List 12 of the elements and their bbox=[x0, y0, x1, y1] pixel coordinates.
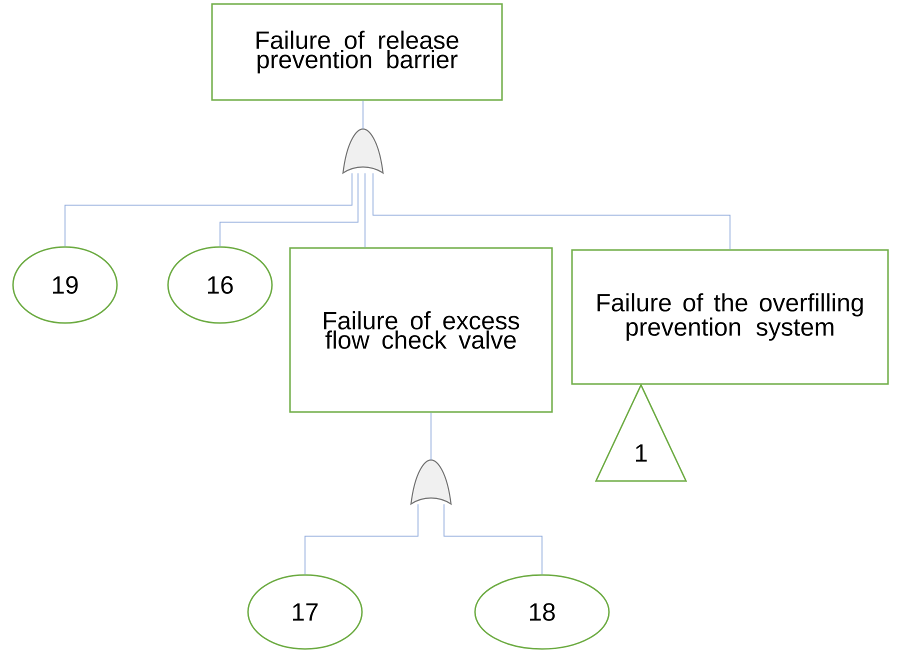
event-box: Failure of release prevention barrier bbox=[211, 3, 503, 101]
or-gate bbox=[342, 128, 384, 174]
connector-line bbox=[372, 172, 730, 250]
or-gate bbox=[410, 459, 452, 505]
connector-line bbox=[444, 504, 542, 575]
connector-line bbox=[362, 100, 364, 130]
connector-line bbox=[430, 412, 432, 460]
connector-line bbox=[364, 172, 366, 248]
connector-line bbox=[64, 172, 352, 247]
event-box: Failure of excess flow check valve bbox=[289, 247, 553, 413]
connector-line bbox=[220, 172, 358, 247]
connector-line bbox=[304, 504, 418, 575]
